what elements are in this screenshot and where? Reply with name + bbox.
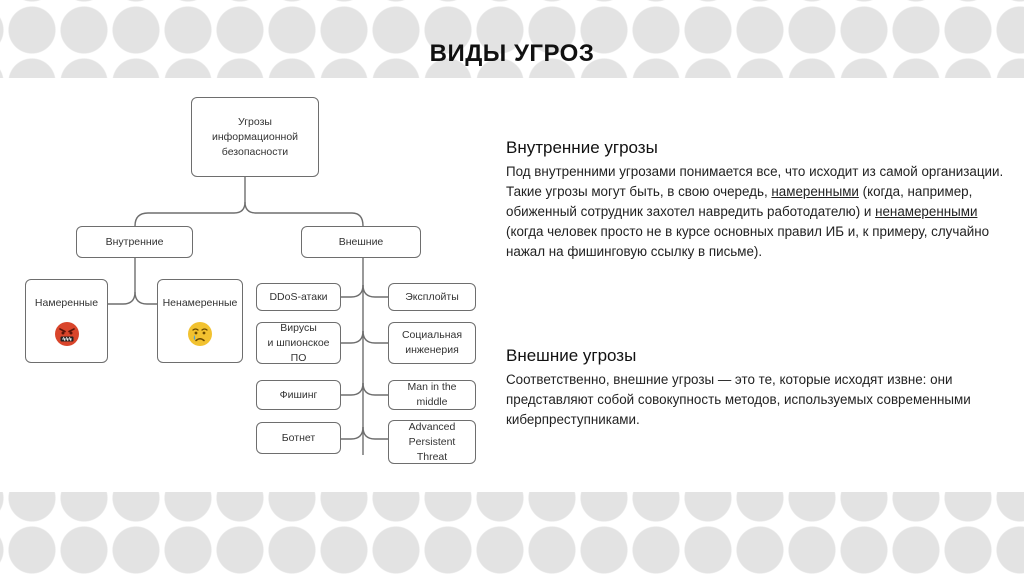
connector-internal-unintentional bbox=[134, 291, 157, 305]
angry-face-icon bbox=[54, 321, 80, 347]
term-intentional: намеренными bbox=[771, 184, 859, 199]
node-unintentional: Ненамеренные bbox=[157, 279, 243, 363]
node-external: Внешние bbox=[301, 226, 421, 258]
node-root: Угрозы информационной безопасности bbox=[191, 97, 319, 177]
node-phishing: Фишинг bbox=[256, 380, 341, 410]
connector-apt bbox=[362, 426, 388, 440]
connector-internal-intentional bbox=[108, 258, 136, 305]
external-threats-heading: Внешние угрозы bbox=[506, 346, 637, 365]
internal-threats-heading: Внутренние угрозы bbox=[506, 138, 658, 157]
slide-title: ВИДЫ УГРОЗ bbox=[429, 40, 595, 67]
connector-ddos bbox=[341, 284, 364, 298]
node-apt: Advanced Persistent Threat bbox=[388, 420, 476, 464]
connector-root-internal bbox=[134, 176, 246, 227]
node-intentional: Намеренные bbox=[25, 279, 108, 363]
node-exploits: Эксплойты bbox=[388, 283, 476, 311]
connector-mitm bbox=[362, 382, 388, 396]
connector-botnet bbox=[341, 426, 364, 440]
node-mitm: Man in the middle bbox=[388, 380, 476, 410]
internal-threats-text: Под внутренними угрозами понимается все,… bbox=[506, 164, 1004, 259]
connector-social bbox=[362, 330, 388, 344]
crying-face-icon bbox=[187, 321, 213, 347]
internal-threats-section: Внутренние угрозы Под внутренними угроза… bbox=[506, 137, 1006, 262]
external-threats-text: Соответственно, внешние угрозы — это те,… bbox=[506, 372, 971, 427]
node-viruses: Вирусы и шпионское ПО bbox=[256, 322, 341, 364]
connector-exploits bbox=[362, 284, 388, 298]
term-unintentional: ненамеренными bbox=[875, 204, 978, 219]
node-ddos: DDoS-атаки bbox=[256, 283, 341, 311]
node-botnet: Ботнет bbox=[256, 422, 341, 454]
connector-root-external bbox=[244, 201, 364, 227]
connector-viruses bbox=[341, 330, 364, 344]
external-threats-section: Внешние угрозы Соответственно, внешние у… bbox=[506, 345, 1006, 430]
node-social-engineering: Социальная инженерия bbox=[388, 322, 476, 364]
connector-phishing bbox=[341, 382, 364, 396]
node-internal: Внутренние bbox=[76, 226, 193, 258]
